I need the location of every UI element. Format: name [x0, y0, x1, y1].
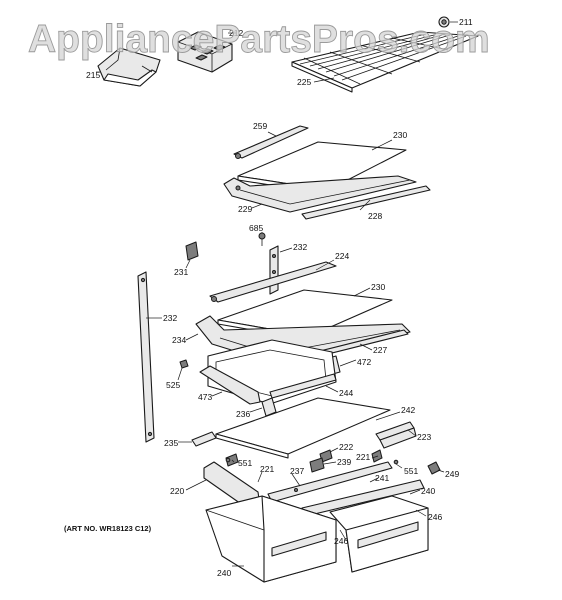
part-211-knob: [438, 16, 450, 28]
callout-222: 222: [339, 442, 353, 452]
part-223-slide: [375, 421, 417, 449]
callout-244: 244: [339, 388, 353, 398]
callout-473: 473: [198, 392, 212, 402]
callout-242: 242: [401, 405, 415, 415]
callout-230-upper: 230: [393, 130, 407, 140]
callout-230-middle: 230: [371, 282, 385, 292]
part-212-tray: [177, 31, 233, 73]
callout-236: 236: [236, 409, 250, 419]
part-215-bin: [97, 47, 161, 87]
part-240-drawer-left: [205, 495, 337, 583]
callout-551-right: 551: [404, 466, 418, 476]
callout-259: 259: [253, 121, 267, 131]
part-249-knob: [427, 461, 441, 475]
callout-239: 239: [337, 457, 351, 467]
callout-241: 241: [375, 473, 389, 483]
callout-231: 231: [174, 267, 188, 277]
callout-249: 249: [445, 469, 459, 479]
part-551-screw-left: [225, 457, 231, 463]
part-232-bracket-short: [269, 245, 279, 295]
callout-225: 225: [297, 77, 311, 87]
part-236-support: [261, 397, 277, 417]
part-239-roller: [309, 457, 325, 473]
callout-525: 525: [166, 380, 180, 390]
callout-211: 211: [459, 17, 473, 27]
part-224-trim: [209, 261, 337, 303]
callout-212: 212: [229, 28, 243, 38]
part-228-rail: [301, 185, 431, 220]
callout-235: 235: [164, 438, 178, 448]
part-525-pin: [179, 359, 189, 369]
part-240-drawer-right: [329, 495, 429, 573]
part-242-glass-lower: [215, 397, 391, 459]
part-232-rail-long: [137, 271, 155, 443]
callout-227: 227: [373, 345, 387, 355]
part-244-bar: [269, 373, 337, 399]
callout-221-right: 221: [356, 452, 370, 462]
art-number: (ART NO. WR18123 C12): [64, 524, 152, 533]
callout-220: 220: [170, 486, 184, 496]
part-229-frame: [223, 175, 417, 213]
callout-224: 224: [335, 251, 349, 261]
callout-240-left: 240: [217, 568, 231, 578]
part-473-drawer-frame: [199, 339, 337, 405]
callout-240-right: 240: [421, 486, 435, 496]
callout-228: 228: [368, 211, 382, 221]
callout-229: 229: [238, 204, 252, 214]
callout-223: 223: [417, 432, 431, 442]
callout-232-short: 232: [293, 242, 307, 252]
part-259-trim: [233, 125, 309, 159]
part-225-wire-shelf: [291, 31, 479, 93]
callout-246-left: 246: [334, 536, 348, 546]
part-235-bracket: [191, 431, 217, 447]
watermark: AppliancePartsPros.com: [28, 18, 490, 61]
callout-234: 234: [172, 335, 186, 345]
part-231-clip: [185, 241, 199, 261]
callout-246-right: 246: [428, 512, 442, 522]
callout-221-left: 221: [260, 464, 274, 474]
callout-551-left: 551: [238, 458, 252, 468]
callout-472: 472: [357, 357, 371, 367]
part-685-screw: [258, 232, 266, 246]
callout-237: 237: [290, 466, 304, 476]
callout-685: 685: [249, 223, 263, 233]
part-551-screw-right: [393, 459, 399, 465]
callout-232-long: 232: [163, 313, 177, 323]
callout-215: 215: [86, 70, 100, 80]
